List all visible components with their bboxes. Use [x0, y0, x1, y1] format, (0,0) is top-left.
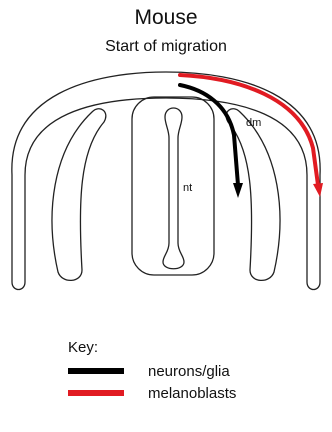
neurons-glia-label: neurons/glia	[148, 363, 230, 380]
nt-label: nt	[183, 182, 192, 194]
key-item-neurons-glia: neurons/glia	[68, 361, 230, 381]
neurons-glia-arrowhead	[233, 183, 243, 198]
embryo-outline	[12, 72, 320, 290]
left-somite	[52, 109, 106, 281]
neurons-glia-swatch	[68, 368, 124, 374]
neural-tube-lumen	[163, 108, 184, 269]
melanoblasts-arrowhead	[313, 183, 323, 197]
neural-tube-outline	[132, 97, 214, 275]
melanoblasts-swatch	[68, 390, 124, 396]
key-item-melanoblasts: melanoblasts	[68, 383, 236, 403]
melanoblasts-label: melanoblasts	[148, 385, 236, 402]
dm-label: dm	[246, 117, 261, 129]
key-title: Key:	[68, 339, 98, 356]
